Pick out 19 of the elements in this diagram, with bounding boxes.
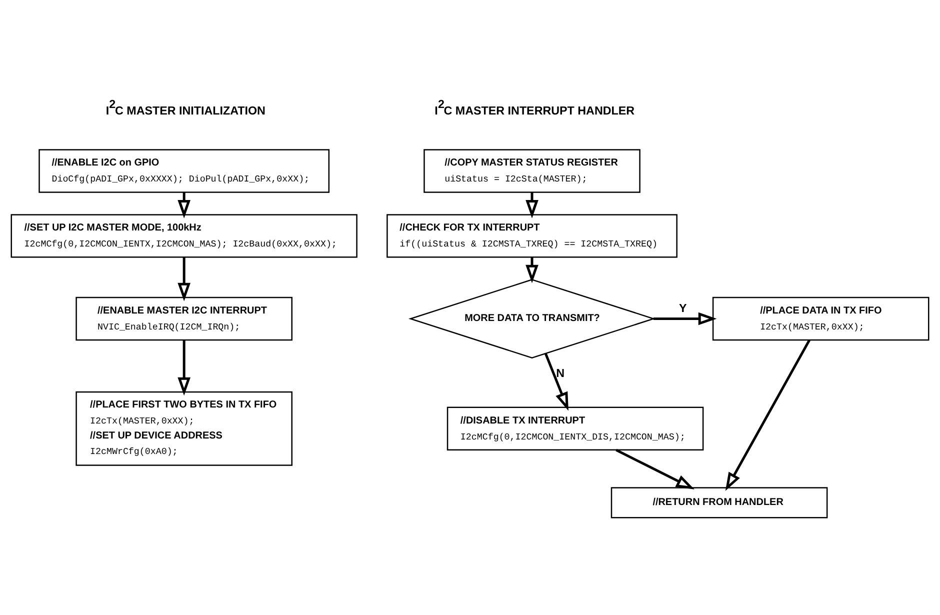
node-box: //DISABLE TX INTERRUPT I2cMCfg(0,I2CMCON_IENTX_DIS,I2CMCON_MAS); <box>446 406 704 450</box>
arrow <box>616 448 694 490</box>
node-box: //PLACE DATA IN TX FIFO I2cTx(MASTER,0xXX); <box>712 296 930 341</box>
node-box: //COPY MASTER STATUS REGISTER uiStatus = I2cSta(MASTER); <box>424 149 640 193</box>
node-box: //PLACE FIRST TWO BYTES IN TX FIFO I2cTx(MASTER,0xXX); //SET UP DEVICE ADDRESS I2cMWrCfg(0xA0); <box>76 391 292 466</box>
node-box: //ENABLE MASTER I2C INTERRUPT NVIC_EnableIRQ(I2CM_IRQn); <box>76 296 292 341</box>
node-box: //ENABLE I2C on GPIO DioCfg(pADI_GPx,0xXXXX); DioPul(pADI_GPx,0xXX); <box>38 149 330 193</box>
node-box: //CHECK FOR TX INTERRUPT if((uiStatus & I2CMSTA_TXREQ) == I2CMSTA_TXREQ) <box>386 214 678 258</box>
edge-label: Y <box>679 302 687 316</box>
node-diamond: MORE DATA TO TRANSMIT? <box>408 278 656 359</box>
node-box: //RETURN FROM HANDLER <box>610 487 828 518</box>
arrow <box>178 257 190 302</box>
arrow <box>178 340 190 396</box>
arrow <box>725 340 810 491</box>
arrow <box>526 257 538 284</box>
node-box: //SET UP I2C MASTER MODE, 100kHz I2cMCfg(0,I2CMCON_IENTX,I2CMCON_MAS); I2cBaud(0xXX,0xXX); <box>10 214 358 258</box>
edge-label: N <box>556 367 565 380</box>
arrow <box>544 353 568 411</box>
arrow <box>653 312 717 326</box>
